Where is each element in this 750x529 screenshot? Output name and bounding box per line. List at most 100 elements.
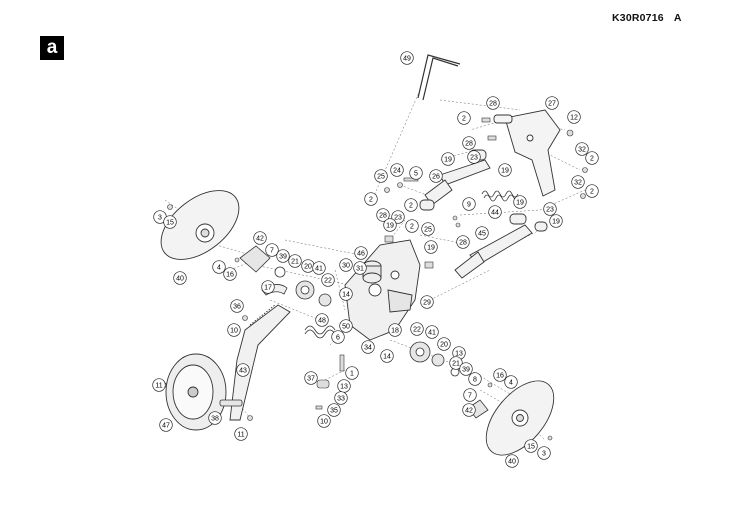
callout-33: 33 xyxy=(334,391,348,405)
callout-41: 41 xyxy=(312,261,326,275)
callout-number: 33 xyxy=(337,396,345,403)
callout-balloon xyxy=(405,219,419,233)
callout-number: 30 xyxy=(342,263,350,270)
callout-number: 32 xyxy=(574,180,582,187)
callout-number: 23 xyxy=(546,207,554,214)
callout-10: 10 xyxy=(317,414,331,428)
callout-number: 41 xyxy=(428,330,436,337)
callout-22: 22 xyxy=(321,273,335,287)
callout-number: 9 xyxy=(467,202,471,209)
callout-number: 23 xyxy=(394,215,402,222)
callout-balloon xyxy=(374,169,388,183)
callout-balloon xyxy=(390,163,404,177)
callout-balloon xyxy=(549,214,563,228)
callout-37: 37 xyxy=(304,371,318,385)
callout-25: 25 xyxy=(374,169,388,183)
callout-number: 39 xyxy=(462,367,470,374)
callout-balloon xyxy=(339,287,353,301)
callout-balloon xyxy=(317,414,331,428)
fasteners xyxy=(161,117,588,441)
callout-balloon xyxy=(388,323,402,337)
callout-balloon xyxy=(437,337,451,351)
callout-14: 14 xyxy=(380,349,394,363)
callout-number: 49 xyxy=(403,56,411,63)
mounting-head xyxy=(493,109,561,197)
callout-balloon xyxy=(208,411,222,425)
callout-10: 10 xyxy=(227,323,241,337)
callout-balloon xyxy=(159,418,173,432)
callout-balloon xyxy=(339,319,353,333)
callout-balloon xyxy=(424,240,438,254)
callout-balloon xyxy=(152,378,166,392)
callout-number: 19 xyxy=(516,200,524,207)
callout-balloon xyxy=(383,218,397,232)
callout-number: 27 xyxy=(548,101,556,108)
callout-number: 4 xyxy=(509,380,513,387)
callout-36: 36 xyxy=(230,299,244,313)
callout-42: 42 xyxy=(462,403,476,417)
callout-balloon xyxy=(498,163,512,177)
callout-number: 7 xyxy=(468,393,472,400)
callout-balloon xyxy=(468,372,482,386)
callout-balloon xyxy=(230,299,244,313)
callout-number: 22 xyxy=(413,327,421,334)
callout-balloon xyxy=(504,375,518,389)
callout-balloon xyxy=(404,198,418,212)
lower-link-arm xyxy=(454,213,548,279)
callout-number: 3 xyxy=(158,215,162,222)
callout-number: 13 xyxy=(340,384,348,391)
callout-number: 19 xyxy=(552,219,560,226)
callout-number: 20 xyxy=(440,342,448,349)
callout-balloon xyxy=(441,152,455,166)
callout-number: 16 xyxy=(226,272,234,279)
callout-4: 4 xyxy=(212,260,226,274)
callout-number: 2 xyxy=(410,224,414,231)
callout-balloon xyxy=(288,254,302,268)
callout-number: 48 xyxy=(318,318,326,325)
callout-31: 31 xyxy=(353,261,367,275)
callout-14: 14 xyxy=(339,287,353,301)
callout-number: 2 xyxy=(409,203,413,210)
callout-number: 50 xyxy=(342,324,350,331)
callout-2: 2 xyxy=(457,111,471,125)
callout-number: 23 xyxy=(470,155,478,162)
callout-number: 25 xyxy=(424,227,432,234)
callout-balloon xyxy=(391,210,405,224)
callout-42: 42 xyxy=(253,231,267,245)
callout-balloon xyxy=(253,231,267,245)
callout-number: 17 xyxy=(264,285,272,292)
callout-balloon xyxy=(334,391,348,405)
callout-number: 2 xyxy=(590,189,594,196)
callout-17: 17 xyxy=(261,280,275,294)
callout-balloon xyxy=(223,267,237,281)
right-disc-blade xyxy=(485,380,555,456)
callout-balloon xyxy=(227,323,241,337)
callout-18: 18 xyxy=(388,323,402,337)
callout-balloon xyxy=(345,366,359,380)
callout-balloon xyxy=(486,96,500,110)
callout-number: 28 xyxy=(465,141,473,148)
callout-46: 46 xyxy=(354,246,368,260)
callout-balloon xyxy=(236,363,250,377)
callout-28: 28 xyxy=(456,235,470,249)
callout-balloon xyxy=(304,371,318,385)
callout-number: 40 xyxy=(176,276,184,283)
callout-balloon xyxy=(364,192,378,206)
callout-35: 35 xyxy=(327,403,341,417)
callout-number: 41 xyxy=(315,266,323,273)
callout-6: 6 xyxy=(331,330,345,344)
panel-label: a xyxy=(40,36,64,60)
callout-2: 2 xyxy=(585,184,599,198)
callout-number: 40 xyxy=(508,459,516,466)
callout-balloon xyxy=(545,96,559,110)
callout-23: 23 xyxy=(543,202,557,216)
callout-number: 42 xyxy=(256,236,264,243)
callout-number: 3 xyxy=(542,451,546,458)
callout-49: 49 xyxy=(400,51,414,65)
callout-23: 23 xyxy=(467,150,481,164)
callout-16: 16 xyxy=(223,267,237,281)
callout-number: 46 xyxy=(357,251,365,258)
callout-number: 16 xyxy=(496,373,504,380)
